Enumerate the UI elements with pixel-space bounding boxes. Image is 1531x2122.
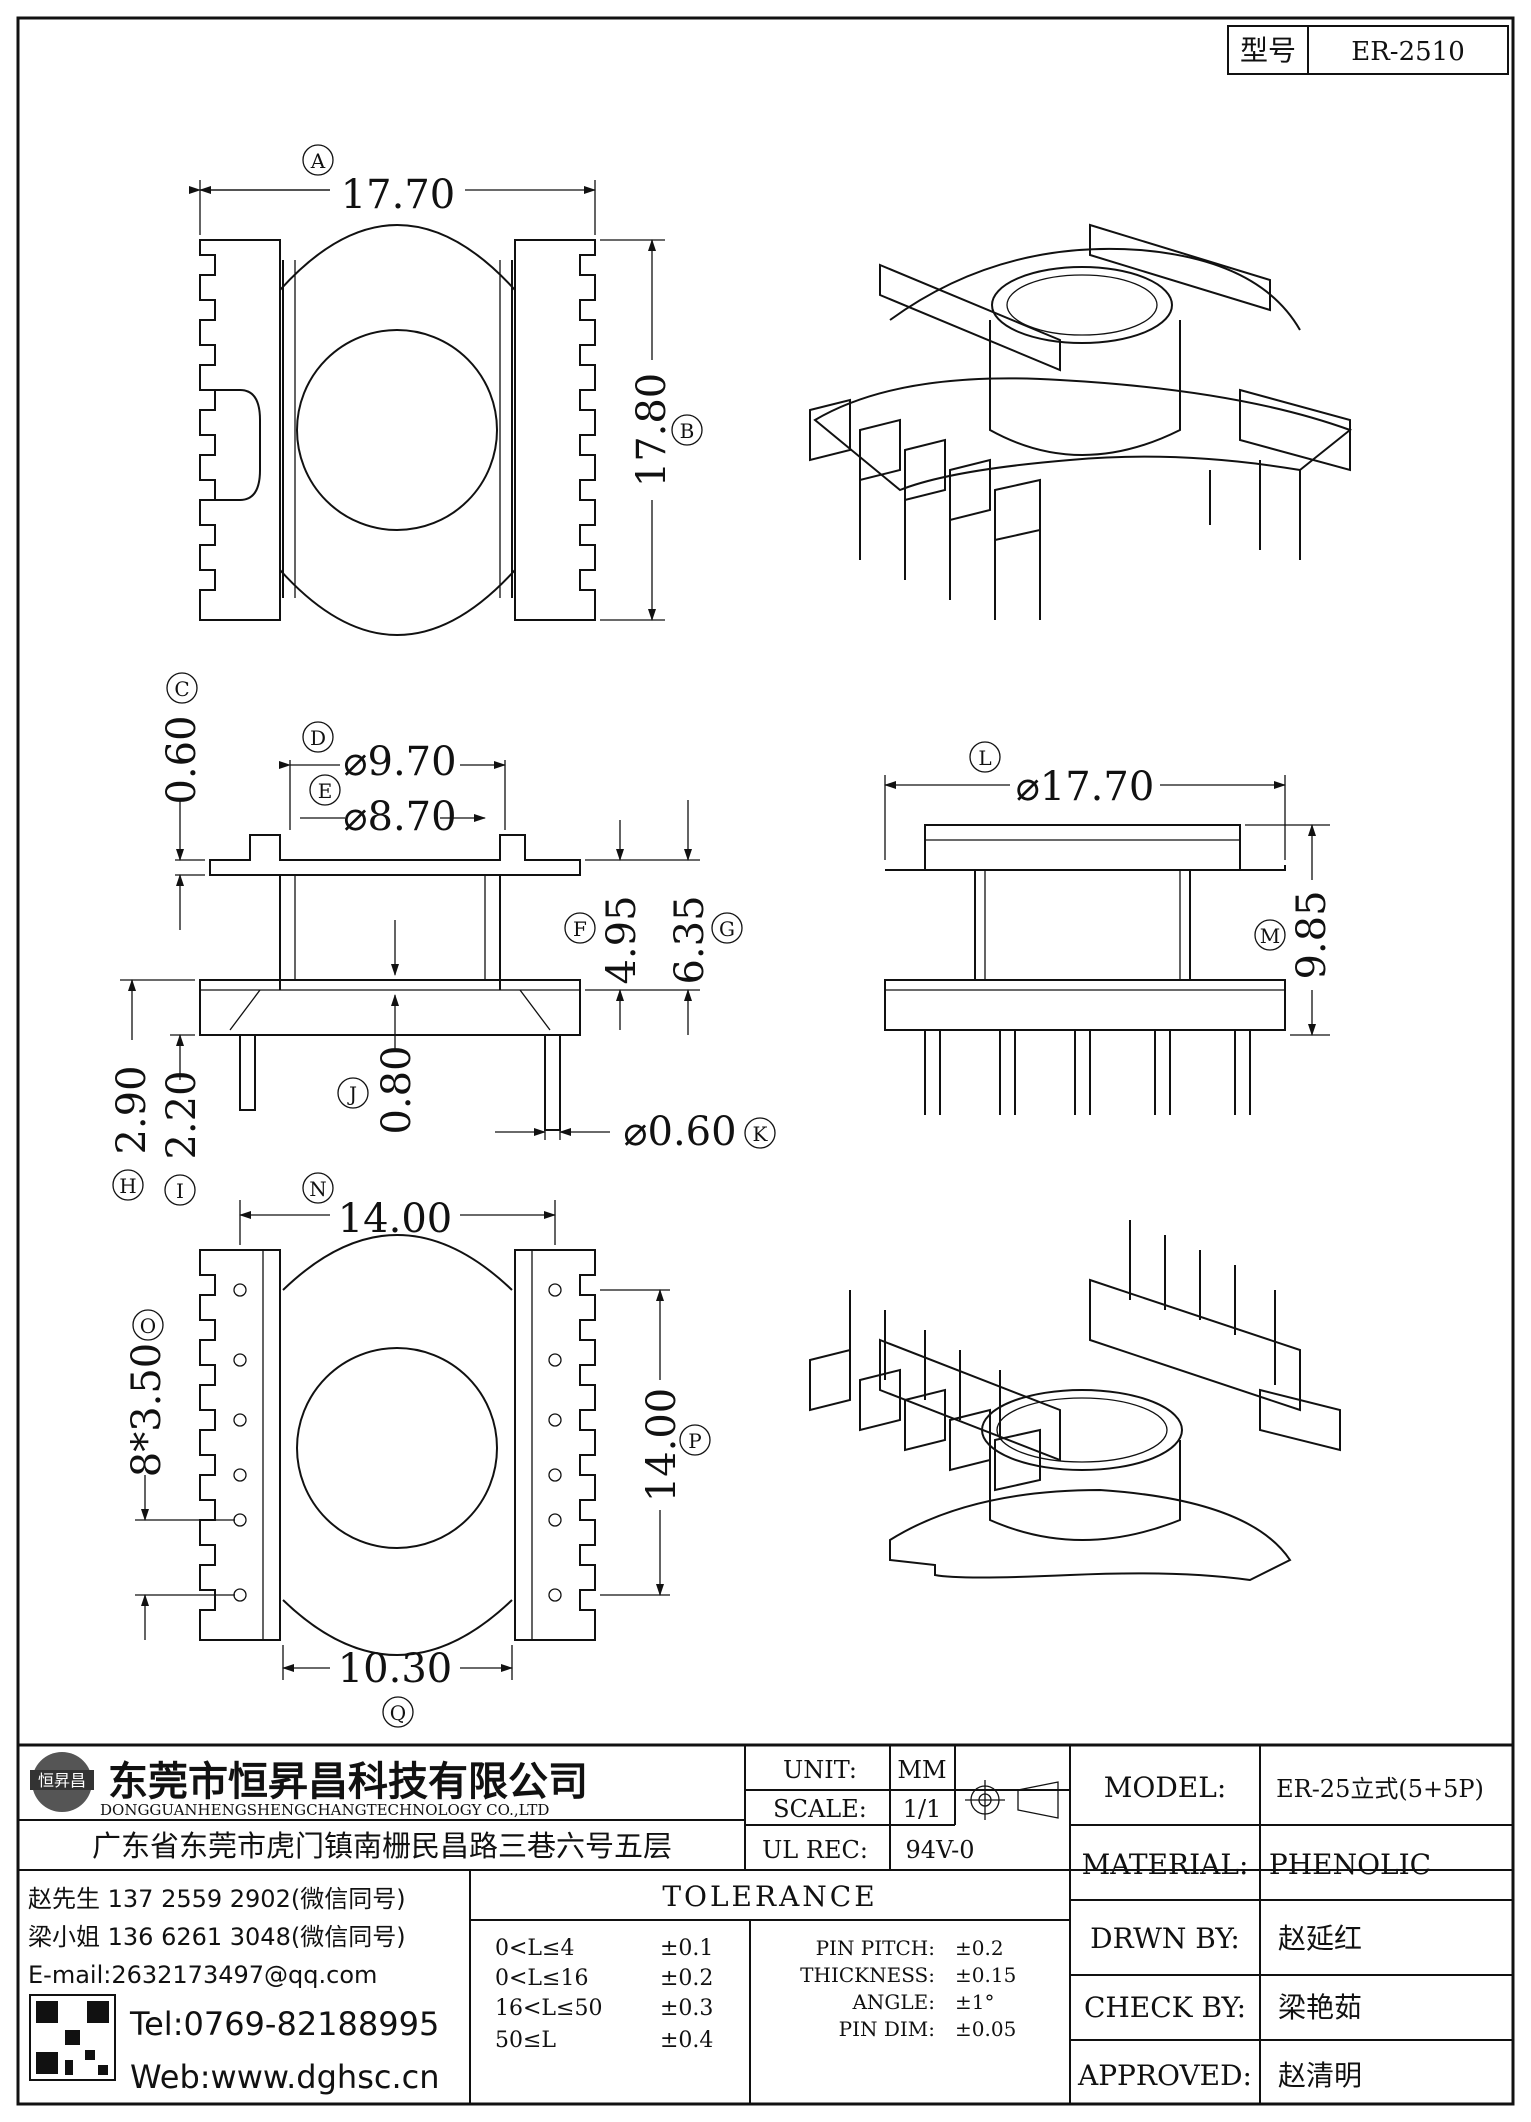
tol-value-2: ±0.2 xyxy=(660,1966,713,1991)
dim-q-tag: Q xyxy=(390,1701,406,1725)
top-view: 17.70 A 17.80 B xyxy=(189,144,703,636)
dim-k-tag: K xyxy=(753,1122,769,1146)
dim-j-tag: J xyxy=(347,1082,357,1106)
dim-c-value: 0.60 xyxy=(159,715,205,804)
dim-f-value: 4.95 xyxy=(599,895,645,984)
tolerance-title: TOLERANCE xyxy=(662,1880,877,1913)
tol-extra-label-2: THICKNESS: xyxy=(800,1963,935,1987)
unit-value: MM xyxy=(897,1756,946,1784)
tol-extra-label-3: ANGLE: xyxy=(851,1990,935,2014)
dim-j-value: 0.80 xyxy=(374,1045,420,1134)
tol-extra-value-4: ±0.05 xyxy=(955,2017,1016,2041)
qr-code xyxy=(29,1994,116,2081)
sheet-border xyxy=(16,16,1515,2106)
dim-p-tag: P xyxy=(688,1429,701,1453)
dim-h-tag: H xyxy=(119,1174,136,1198)
pin-holes xyxy=(233,1283,562,1602)
dim-g-value: 6.35 xyxy=(667,895,713,984)
dim-a-tag: A xyxy=(310,149,326,173)
dim-b-value: 17.80 xyxy=(629,373,675,488)
tol-range-4: 50≤L xyxy=(495,2028,556,2053)
dim-g-tag: G xyxy=(719,917,735,941)
title-block: 恒昇昌 东莞市恒昇昌科技有限公司 DONGGUANHENGSHENGCHANGT… xyxy=(18,1743,1513,2104)
logo-text: 恒昇昌 xyxy=(38,1771,86,1790)
dim-b-tag: B xyxy=(680,419,695,443)
dim-c-tag: C xyxy=(174,677,189,701)
dim-p-value: 14.00 xyxy=(639,1388,685,1503)
tel: Tel:0769-82188995 xyxy=(129,2005,439,2043)
tol-extra-value-1: ±0.2 xyxy=(955,1936,1004,1960)
dim-n-tag: N xyxy=(309,1177,327,1201)
bottom-view: 14.00 N 8*3.50 O 14.00 P 10.30 Q xyxy=(124,1172,711,1728)
tol-range-2: 0<L≤16 xyxy=(495,1966,588,1991)
tol-value-4: ±0.4 xyxy=(660,2028,713,2053)
check-value: 梁艳茹 xyxy=(1278,1991,1362,2024)
tol-extra-label-4: PIN DIM: xyxy=(839,2017,935,2041)
front-view: ⌀17.70 L 9.85 M xyxy=(884,741,1335,1115)
approved-value: 赵清明 xyxy=(1278,2059,1362,2092)
check-label: CHECK BY: xyxy=(1084,1991,1246,2024)
model-value: ER-25立式(5+5P) xyxy=(1276,1775,1484,1803)
dim-n-value: 14.00 xyxy=(338,1196,453,1242)
scale-value: 1/1 xyxy=(903,1795,942,1823)
dim-a-value: 17.70 xyxy=(341,172,456,218)
dim-e-value: ⌀8.70 xyxy=(343,794,456,840)
dim-l-tag: L xyxy=(978,746,991,770)
tol-range-3: 16<L≤50 xyxy=(495,1996,602,2021)
material-value: PHENOLIC xyxy=(1269,1848,1431,1881)
drwn-value: 赵延红 xyxy=(1278,1922,1362,1955)
dim-q-value: 10.30 xyxy=(338,1646,453,1692)
dim-l-value: ⌀17.70 xyxy=(1016,764,1155,810)
dim-o-value: 8*3.50 xyxy=(124,1343,170,1478)
contact-2: 梁小姐 136 6261 3048(微信同号) xyxy=(28,1923,406,1951)
tol-extra-value-2: ±0.15 xyxy=(955,1963,1016,1987)
dim-m-tag: M xyxy=(1260,924,1280,948)
web: Web:www.dghsc.cn xyxy=(130,2058,440,2096)
dim-h-value: 2.90 xyxy=(109,1065,155,1154)
isometric-view-bottom xyxy=(809,1220,1341,1582)
side-view: ⌀9.70 D ⌀8.70 E 0.60 C 2.90 2.20 H I 4.9… xyxy=(109,672,776,1206)
company-name-cn: 东莞市恒昇昌科技有限公司 xyxy=(108,1759,588,1805)
ulrec-value: 94V-0 xyxy=(905,1836,974,1864)
dim-m-value: 9.85 xyxy=(1289,890,1335,979)
dim-d-value: ⌀9.70 xyxy=(343,739,456,785)
tol-extra-label-1: PIN PITCH: xyxy=(816,1936,935,1960)
email: E-mail:2632173497@qq.com xyxy=(28,1961,377,1989)
material-label: MATERIAL: xyxy=(1082,1848,1249,1881)
header-model-box: 型号 ER-2510 xyxy=(1227,25,1509,75)
company-logo: 恒昇昌 xyxy=(30,1752,94,1812)
company-name-en: DONGGUANHENGSHENGCHANGTECHNOLOGY CO.,LTD xyxy=(100,1801,549,1819)
dim-i-value: 2.20 xyxy=(159,1070,205,1159)
scale-label: SCALE: xyxy=(773,1795,867,1823)
header-model-value: ER-2510 xyxy=(1351,37,1465,67)
ulrec-label: UL REC: xyxy=(762,1836,868,1864)
isometric-view-top xyxy=(809,223,1353,620)
dim-i-tag: I xyxy=(176,1179,184,1203)
dim-e-tag: E xyxy=(318,779,333,803)
company-address: 广东省东莞市虎门镇南栅民昌路三巷六号五层 xyxy=(92,1829,672,1863)
tol-extra-value-3: ±1° xyxy=(955,1990,994,2014)
header-model-label: 型号 xyxy=(1240,34,1296,67)
drwn-label: DRWN BY: xyxy=(1090,1922,1240,1955)
tol-value-3: ±0.3 xyxy=(660,1996,713,2021)
tol-value-1: ±0.1 xyxy=(660,1936,713,1961)
approved-label: APPROVED: xyxy=(1077,2059,1252,2092)
dim-d-tag: D xyxy=(310,726,326,750)
dim-o-tag: O xyxy=(140,1314,156,1338)
unit-label: UNIT: xyxy=(783,1756,857,1784)
tol-range-1: 0<L≤4 xyxy=(495,1936,574,1961)
model-label: MODEL: xyxy=(1104,1771,1227,1804)
dim-f-tag: F xyxy=(573,917,587,941)
projection-symbol-icon xyxy=(965,1780,1059,1820)
dim-k-value: ⌀0.60 xyxy=(623,1109,736,1155)
contact-1: 赵先生 137 2559 2902(微信同号) xyxy=(28,1885,406,1913)
